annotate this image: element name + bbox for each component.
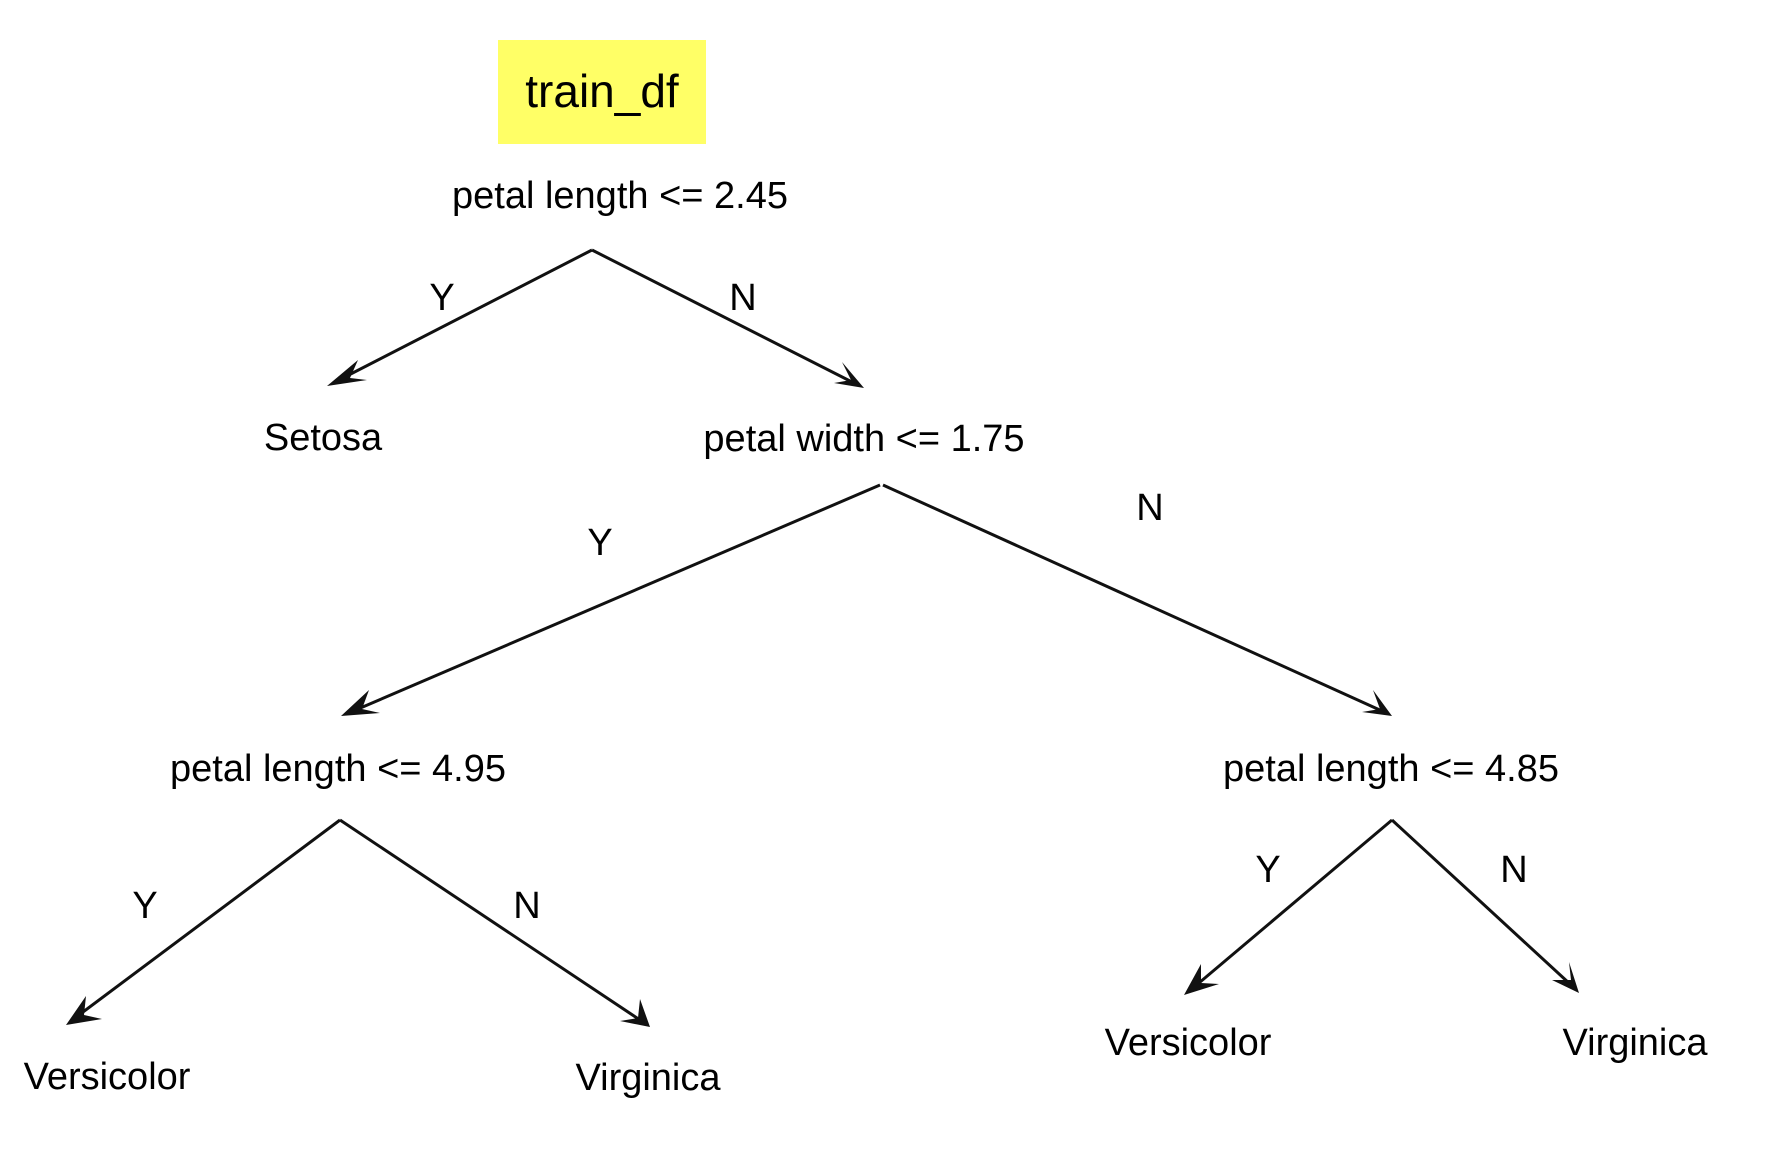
edge-left-no — [339, 818, 650, 1027]
edge-width-yes-label: Y — [587, 522, 612, 564]
leaf-virginica-right: Virginica — [1562, 1022, 1708, 1064]
edge-left-yes-arrowhead — [66, 996, 102, 1025]
leaf-versicolor-right: Versicolor — [1105, 1022, 1272, 1064]
edge-root-no — [591, 248, 864, 388]
edge-root-no-label: N — [729, 277, 756, 319]
edge-root-no-line — [591, 248, 853, 384]
right-split-label: petal length <= 4.85 — [1223, 748, 1559, 790]
edge-left-no-arrowhead — [620, 999, 650, 1027]
edge-width-yes-line — [350, 483, 881, 714]
edge-root-yes — [327, 248, 593, 386]
edge-root-yes-line — [338, 248, 593, 382]
title-label: train_df — [525, 65, 679, 117]
edge-left-no-line — [339, 818, 641, 1022]
edge-root-yes-label: Y — [429, 277, 454, 319]
leaf-virginica-left: Virginica — [575, 1057, 721, 1099]
edge-left-yes-label: Y — [132, 885, 157, 927]
edge-width-no — [882, 483, 1392, 716]
title-background — [498, 40, 706, 144]
leaf-setosa: Setosa — [264, 417, 383, 459]
edge-right-yes-arrowhead — [1184, 964, 1219, 995]
edge-right-yes — [1184, 818, 1393, 995]
edge-left-no-label: N — [513, 885, 540, 927]
edge-root-yes-arrowhead — [327, 360, 367, 386]
edge-left-yes — [66, 818, 341, 1025]
width-split-label: petal width <= 1.75 — [703, 418, 1024, 460]
edge-left-yes-line — [74, 818, 341, 1020]
title-box: train_df — [498, 40, 706, 144]
edge-right-yes-line — [1192, 818, 1393, 990]
edge-right-yes-label: Y — [1255, 849, 1280, 891]
edge-right-no-label: N — [1500, 849, 1527, 891]
leaf-versicolor-left: Versicolor — [24, 1056, 191, 1098]
edge-width-yes-arrowhead — [341, 690, 380, 716]
edge-width-no-arrowhead — [1362, 690, 1392, 716]
left-split-label: petal length <= 4.95 — [170, 748, 506, 790]
root-node-label: petal length <= 2.45 — [452, 175, 788, 217]
edge-right-no-line — [1390, 818, 1572, 986]
edge-width-no-label: N — [1136, 487, 1163, 529]
edge-right-no — [1390, 818, 1579, 993]
edge-width-no-line — [882, 483, 1383, 713]
edge-width-yes — [341, 483, 881, 716]
edge-root-no-arrowhead — [834, 362, 864, 388]
edge-right-no-arrowhead — [1552, 962, 1579, 993]
